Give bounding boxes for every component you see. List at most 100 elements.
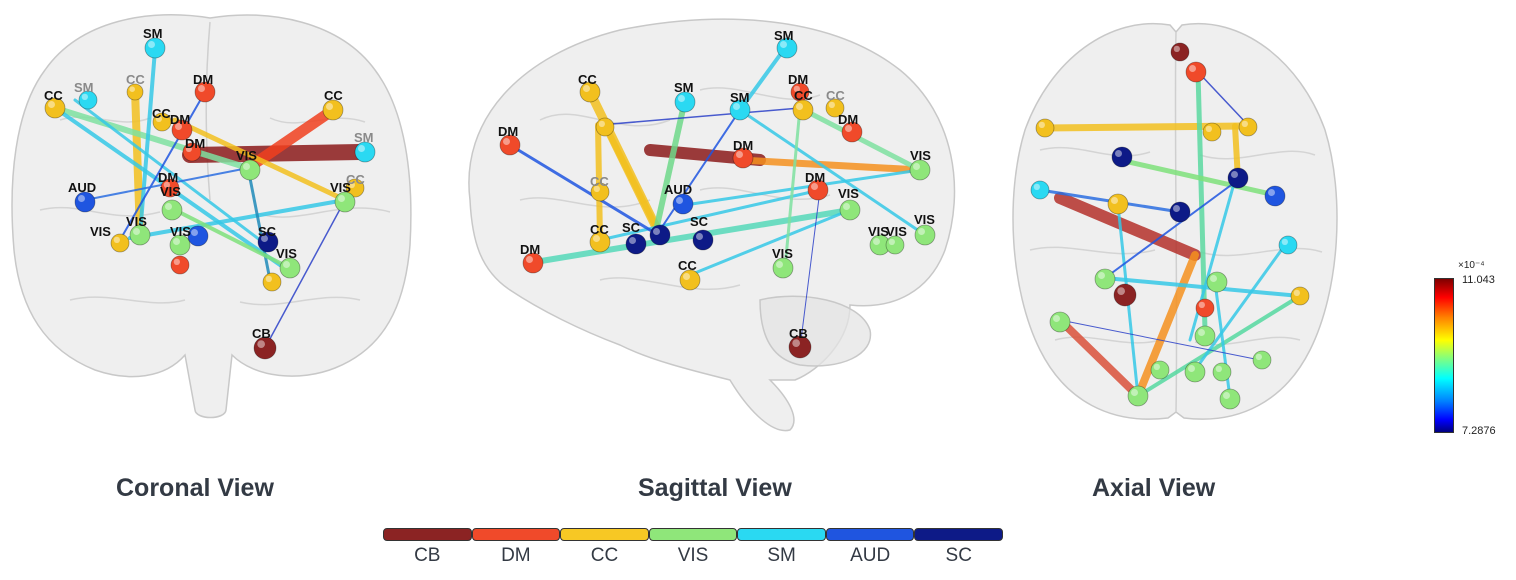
coronal-nodes bbox=[44, 37, 376, 360]
node-highlight bbox=[173, 238, 180, 245]
coronal-label: CC bbox=[324, 88, 343, 103]
node-highlight bbox=[1223, 392, 1230, 399]
network-node bbox=[1169, 201, 1191, 223]
colorbar-scale-exponent: ×10⁻⁴ bbox=[1458, 260, 1485, 271]
node-highlight bbox=[165, 203, 172, 210]
network-node bbox=[1113, 283, 1137, 307]
node-highlight bbox=[1098, 272, 1105, 279]
legend-item: VIS bbox=[648, 528, 738, 572]
network-node bbox=[182, 142, 202, 162]
network-node bbox=[807, 179, 829, 201]
network-node bbox=[160, 178, 180, 198]
network-node bbox=[672, 193, 694, 215]
node-highlight bbox=[1188, 365, 1195, 372]
coronal-label: DM bbox=[185, 136, 205, 151]
network-edge bbox=[688, 208, 852, 277]
network-node bbox=[625, 233, 647, 255]
node-highlight bbox=[526, 256, 533, 263]
network-node bbox=[1252, 350, 1272, 370]
coronal-label: CC bbox=[346, 172, 365, 187]
legend-label: CB bbox=[414, 545, 441, 566]
node-highlight bbox=[676, 197, 683, 204]
node-highlight bbox=[629, 237, 636, 244]
network-edge bbox=[73, 98, 262, 242]
coronal-label: DM bbox=[193, 72, 213, 87]
sagittal-label: CC bbox=[590, 222, 609, 237]
network-node bbox=[1035, 118, 1055, 138]
axial-brain-outline bbox=[1012, 22, 1338, 420]
legend-item: SC bbox=[914, 528, 1004, 572]
node-highlight bbox=[326, 103, 333, 110]
network-node bbox=[1264, 185, 1286, 207]
network-edge bbox=[246, 166, 272, 282]
network-node bbox=[1185, 61, 1207, 83]
network-edge bbox=[1117, 157, 1278, 198]
node-highlight bbox=[1255, 353, 1262, 360]
node-highlight bbox=[696, 233, 703, 240]
network-edge bbox=[119, 91, 206, 241]
node-highlight bbox=[1033, 183, 1040, 191]
coronal-label: AUD bbox=[68, 180, 96, 195]
node-highlight bbox=[792, 339, 801, 347]
node-highlight bbox=[338, 195, 345, 202]
node-highlight bbox=[845, 125, 852, 132]
network-node bbox=[1030, 180, 1050, 200]
network-node bbox=[772, 257, 794, 279]
node-highlight bbox=[1115, 150, 1122, 157]
node-highlight bbox=[175, 123, 182, 130]
node-highlight bbox=[593, 185, 600, 193]
sagittal-label: SC bbox=[690, 214, 709, 229]
network-node bbox=[590, 182, 610, 202]
network-node bbox=[44, 97, 66, 119]
network-node bbox=[171, 119, 193, 141]
network-node bbox=[345, 178, 365, 198]
network-node bbox=[788, 335, 812, 359]
network-node bbox=[692, 229, 714, 251]
node-highlight bbox=[780, 41, 787, 48]
node-highlight bbox=[583, 85, 590, 92]
network-node bbox=[253, 336, 277, 360]
node-highlight bbox=[913, 163, 920, 170]
network-edge bbox=[659, 109, 741, 231]
network-node bbox=[499, 134, 521, 156]
coronal-label: VIS bbox=[330, 180, 351, 195]
network-node bbox=[187, 225, 209, 247]
legend-label: SM bbox=[767, 545, 796, 566]
legend-label: VIS bbox=[677, 545, 709, 566]
sagittal-label: VIS bbox=[886, 224, 907, 239]
axial-nodes bbox=[1030, 42, 1310, 410]
network-edge bbox=[1197, 71, 1249, 126]
node-highlight bbox=[503, 138, 510, 145]
network-edge bbox=[1188, 178, 1237, 342]
node-highlight bbox=[265, 275, 272, 282]
node-highlight bbox=[1210, 275, 1217, 282]
node-highlight bbox=[348, 181, 355, 189]
coronal-label: SM bbox=[354, 130, 374, 145]
node-highlight bbox=[828, 101, 835, 108]
network-node bbox=[1202, 122, 1222, 142]
node-highlight bbox=[257, 340, 265, 348]
legend-swatch bbox=[383, 528, 472, 541]
sagittal-label: SC bbox=[622, 220, 641, 235]
node-highlight bbox=[1117, 287, 1125, 295]
node-highlight bbox=[683, 273, 690, 280]
colorbar-max-value: 11.043 bbox=[1462, 274, 1495, 286]
coronal-label: SM bbox=[143, 26, 163, 41]
node-highlight bbox=[1281, 238, 1288, 246]
node-highlight bbox=[811, 183, 818, 190]
node-highlight bbox=[358, 145, 365, 152]
network-edge bbox=[602, 122, 658, 228]
coronal-view-title: Coronal View bbox=[116, 474, 274, 502]
network-node bbox=[1227, 167, 1249, 189]
sagittal-label: CC bbox=[678, 258, 697, 273]
network-node bbox=[144, 37, 166, 59]
network-edge bbox=[128, 198, 347, 240]
coronal-label: VIS bbox=[236, 148, 257, 163]
network-node bbox=[257, 231, 279, 253]
network-node bbox=[1194, 325, 1216, 347]
network-edge bbox=[599, 107, 801, 126]
network-edge bbox=[52, 105, 251, 171]
legend-item: AUD bbox=[825, 528, 915, 572]
network-node bbox=[161, 199, 183, 221]
node-highlight bbox=[1268, 189, 1275, 196]
